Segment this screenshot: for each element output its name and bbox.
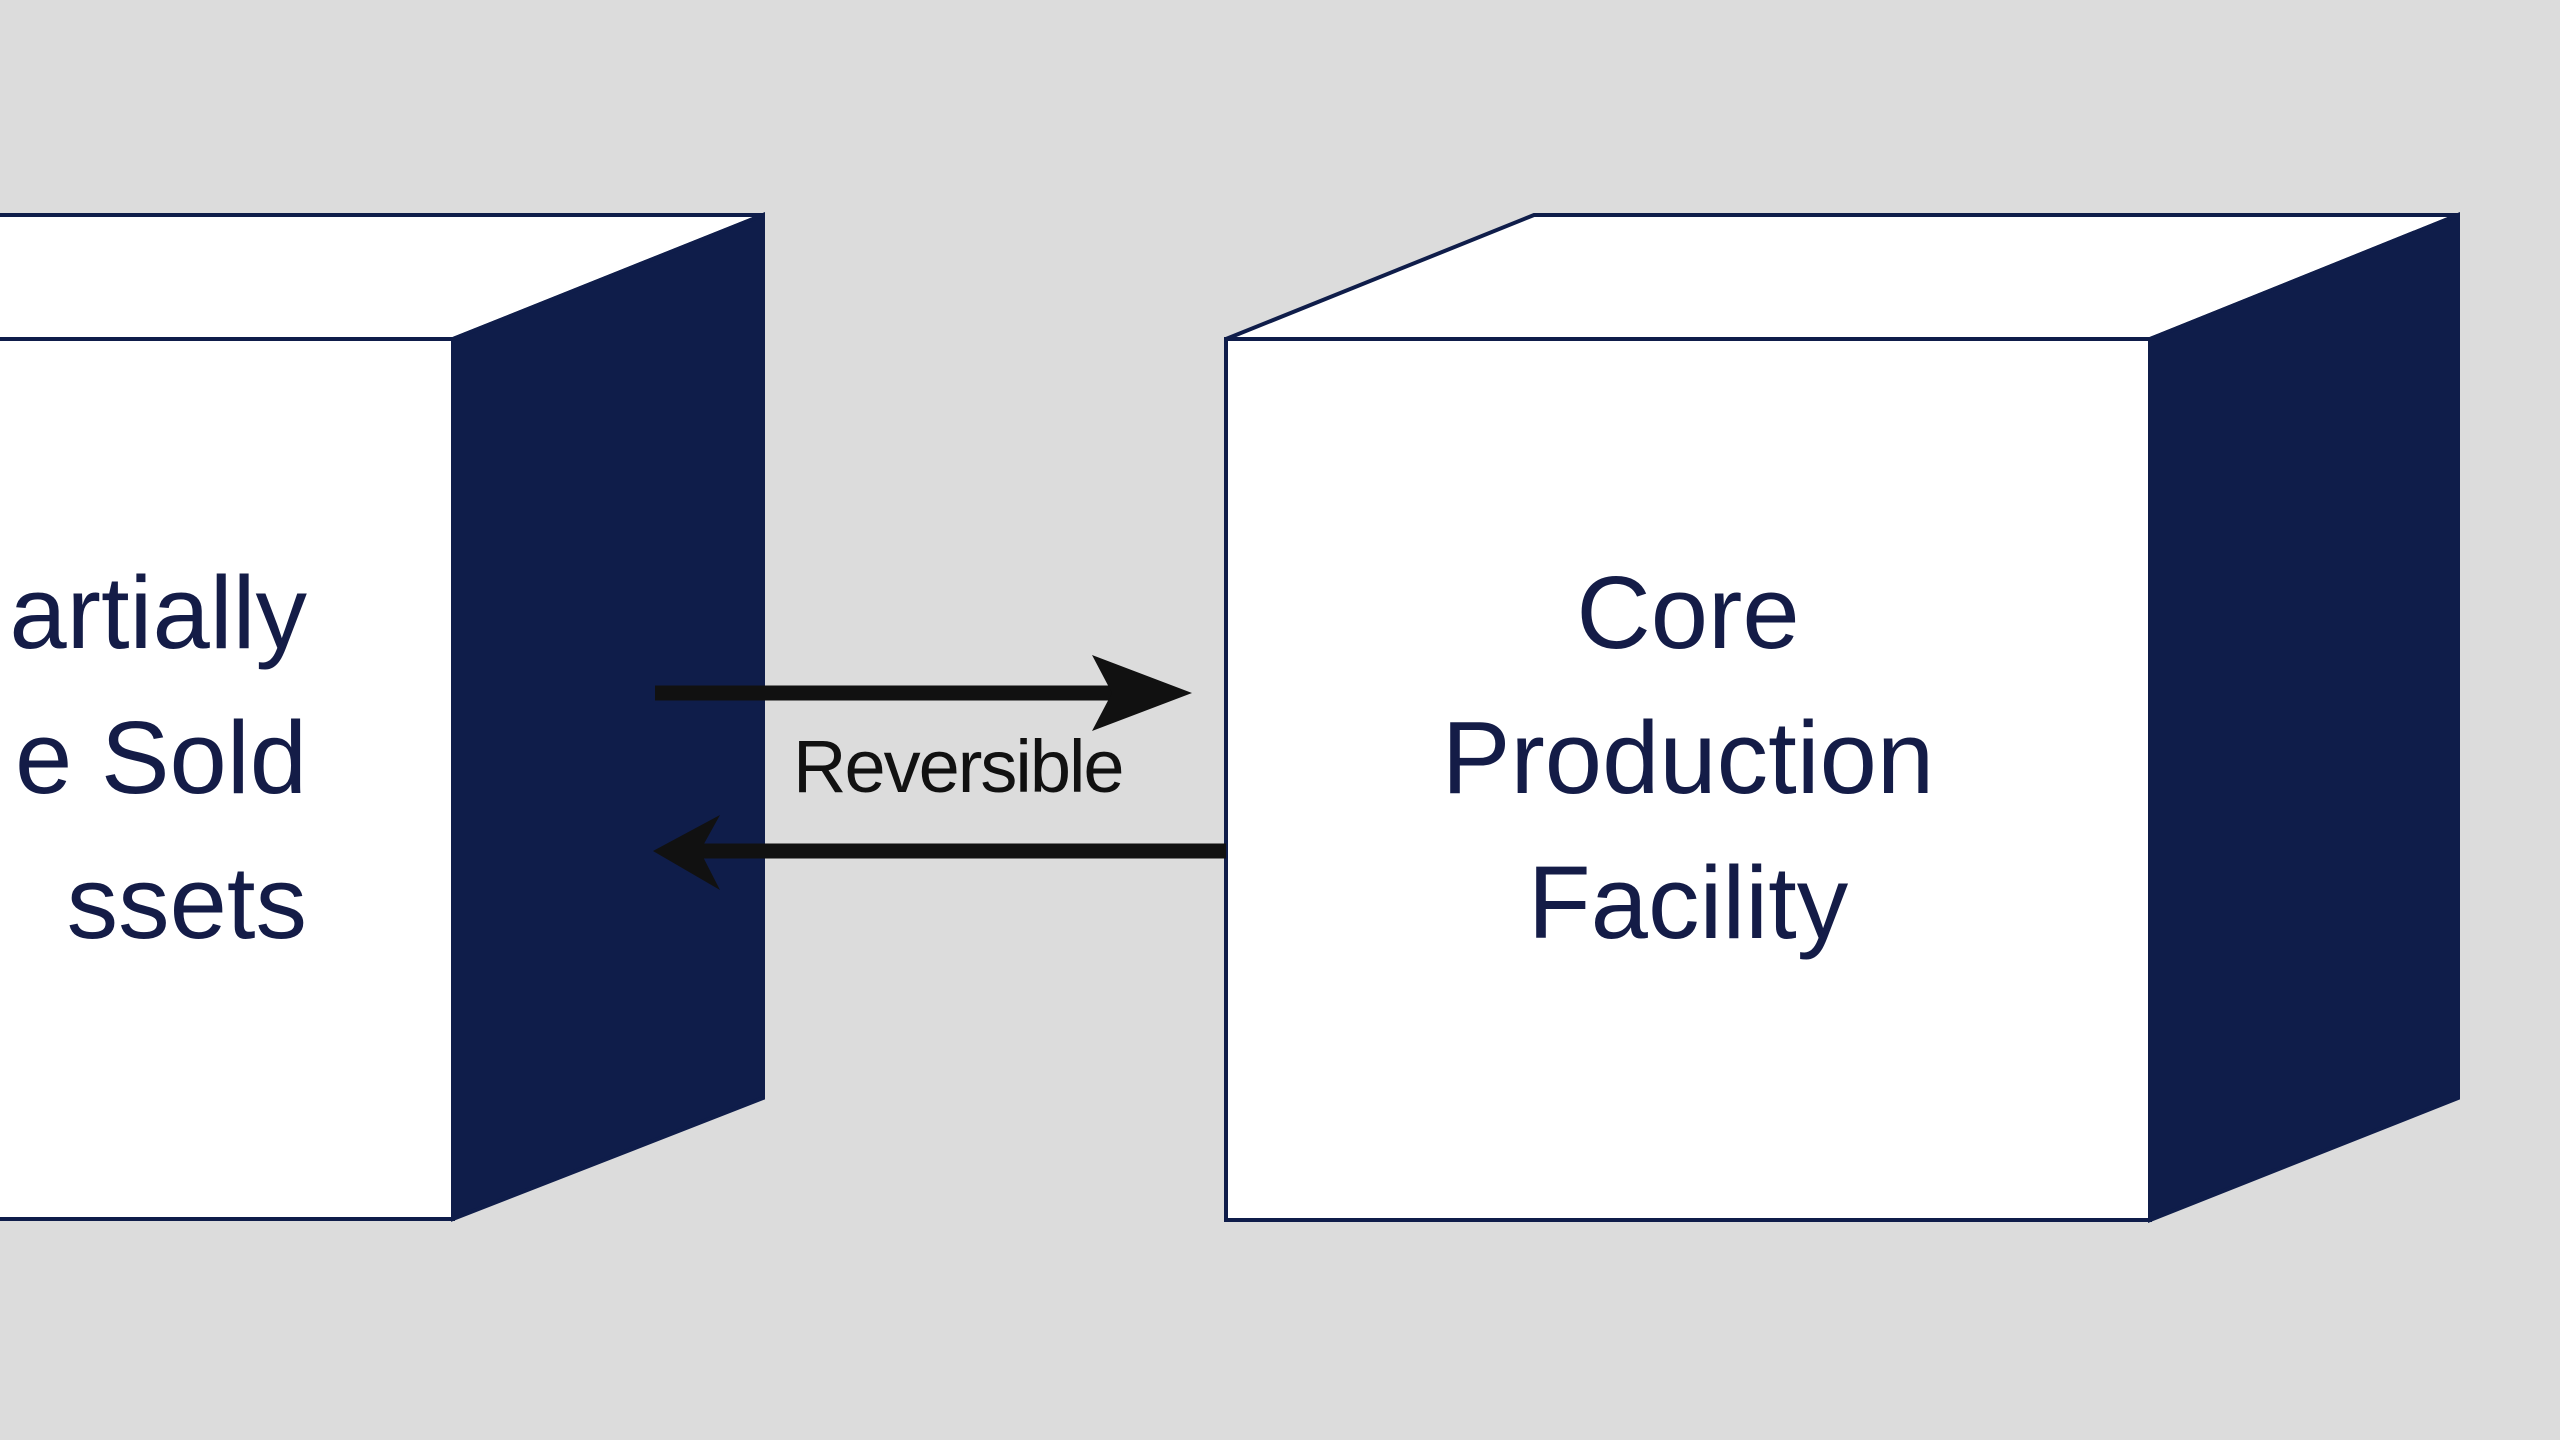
right-cube-label-line: Facility: [1527, 845, 1849, 960]
left-cube: [0, 212, 765, 1222]
right-cube-side-face: [2148, 212, 2460, 1223]
arrow-to-right-head: [1092, 655, 1192, 731]
left-cube-front-face: [0, 337, 455, 1221]
right-cube-front-face: [1224, 337, 2152, 1222]
arrow-to-right: [655, 655, 1192, 731]
left-cube-label-line: e Sold: [14, 700, 307, 815]
left-cube-label-line: artially: [9, 555, 307, 670]
right-cube-label: Core Production Facility: [1226, 540, 2150, 975]
arrow-to-left: [653, 815, 1226, 890]
right-cube-label-line: Core: [1576, 555, 1800, 670]
left-cube-label: artially e Sold ssets: [9, 540, 307, 975]
right-cube: [1224, 212, 2460, 1223]
left-cube-label-line: ssets: [66, 845, 307, 960]
connector-label: Reversible: [793, 725, 1125, 808]
arrow-to-left-head: [653, 815, 720, 890]
left-cube-side-face: [451, 212, 765, 1222]
right-cube-label-line: Production: [1441, 700, 1935, 815]
